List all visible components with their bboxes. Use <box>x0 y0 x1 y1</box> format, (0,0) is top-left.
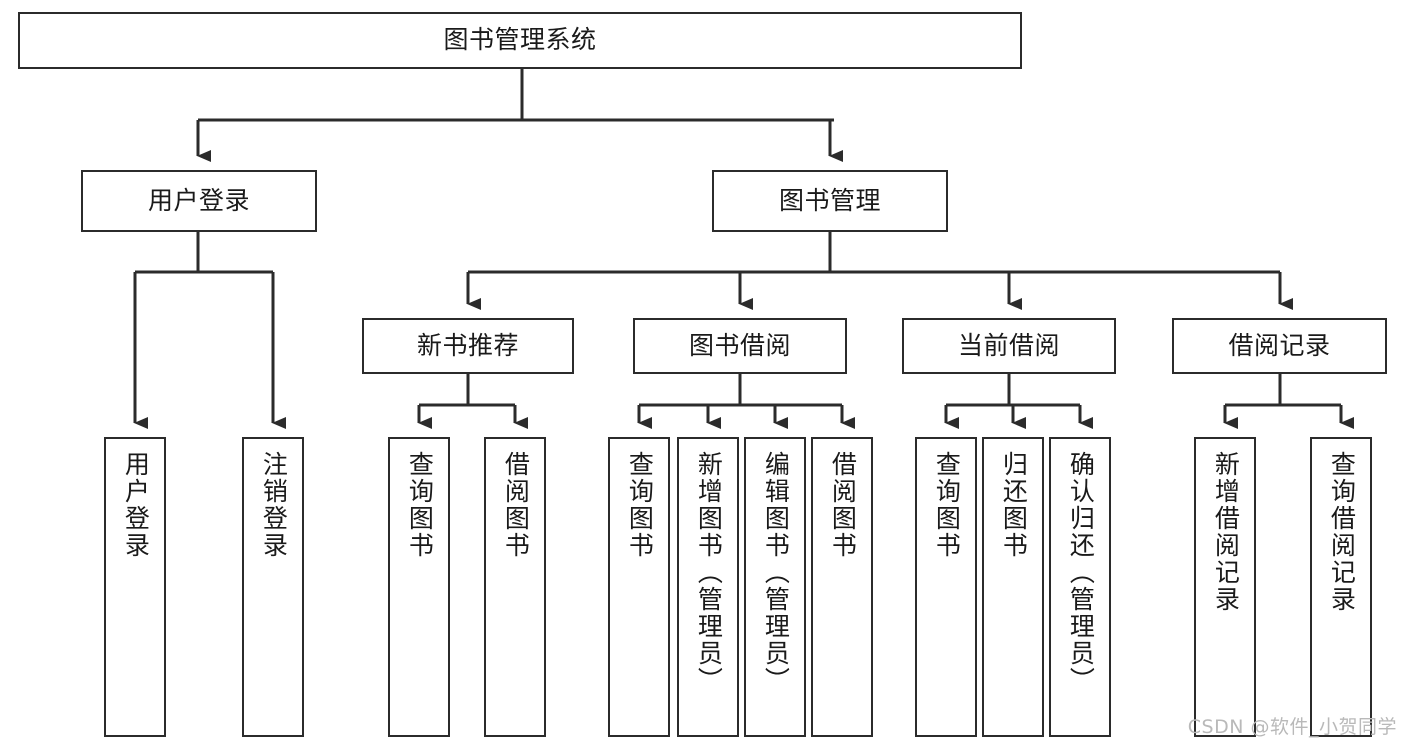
node-leaf-user-logout[interactable]: 注销登录 <box>242 437 304 737</box>
node-book-manage-label: 图书管理 <box>778 185 881 215</box>
node-leaf-borrow-book-1-label: 借阅图书 <box>501 451 531 559</box>
node-book-borrow[interactable]: 图书借阅 <box>633 318 847 374</box>
node-leaf-add-book[interactable]: 新增图书（管理员） <box>677 437 739 737</box>
node-leaf-user-login-label: 用户登录 <box>121 451 151 559</box>
node-leaf-query-book-3[interactable]: 查询图书 <box>915 437 977 737</box>
node-root[interactable]: 图书管理系统 <box>18 12 1022 69</box>
node-leaf-confirm-return[interactable]: 确认归还（管理员） <box>1049 437 1111 737</box>
node-new-book-recommend[interactable]: 新书推荐 <box>362 318 574 374</box>
node-leaf-return-book-label: 归还图书 <box>999 451 1029 559</box>
node-leaf-confirm-return-label: 确认归还（管理员） <box>1066 451 1096 694</box>
node-leaf-borrow-book-2-label: 借阅图书 <box>828 451 858 559</box>
node-leaf-query-record[interactable]: 查询借阅记录 <box>1310 437 1372 737</box>
node-leaf-user-logout-label: 注销登录 <box>259 451 289 559</box>
node-leaf-query-book-2-label: 查询图书 <box>625 451 655 559</box>
node-leaf-borrow-book-1[interactable]: 借阅图书 <box>484 437 546 737</box>
node-leaf-user-login[interactable]: 用户登录 <box>104 437 166 737</box>
node-new-book-recommend-label: 新书推荐 <box>416 330 519 360</box>
node-leaf-edit-book-label: 编辑图书（管理员） <box>761 451 791 694</box>
node-user-login[interactable]: 用户登录 <box>81 170 317 232</box>
node-user-login-label: 用户登录 <box>147 185 250 215</box>
node-current-borrow[interactable]: 当前借阅 <box>902 318 1116 374</box>
node-leaf-add-record-label: 新增借阅记录 <box>1211 451 1241 613</box>
node-leaf-return-book[interactable]: 归还图书 <box>982 437 1044 737</box>
node-borrow-record-label: 借阅记录 <box>1228 330 1331 360</box>
node-leaf-query-book-1-label: 查询图书 <box>405 451 435 559</box>
node-leaf-add-record[interactable]: 新增借阅记录 <box>1194 437 1256 737</box>
node-leaf-query-book-1[interactable]: 查询图书 <box>388 437 450 737</box>
node-leaf-query-book-3-label: 查询图书 <box>932 451 962 559</box>
node-book-borrow-label: 图书借阅 <box>688 330 791 360</box>
node-leaf-add-book-label: 新增图书（管理员） <box>694 451 724 694</box>
node-current-borrow-label: 当前借阅 <box>957 330 1060 360</box>
node-borrow-record[interactable]: 借阅记录 <box>1172 318 1387 374</box>
node-book-manage[interactable]: 图书管理 <box>712 170 948 232</box>
node-leaf-query-record-label: 查询借阅记录 <box>1327 451 1357 613</box>
node-leaf-query-book-2[interactable]: 查询图书 <box>608 437 670 737</box>
node-leaf-edit-book[interactable]: 编辑图书（管理员） <box>744 437 806 737</box>
node-root-label: 图书管理系统 <box>443 25 597 55</box>
node-leaf-borrow-book-2[interactable]: 借阅图书 <box>811 437 873 737</box>
